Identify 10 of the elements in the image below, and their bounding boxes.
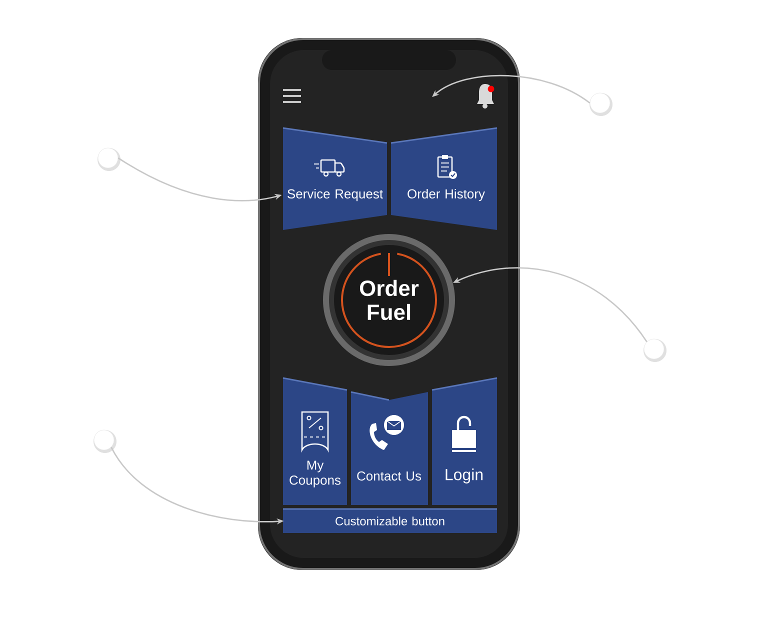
menu-button: Contact Us	[350, 391, 428, 505]
circle-marker	[98, 148, 120, 171]
order-button: Order Fuel	[323, 234, 455, 366]
menu-button: My Coupons	[282, 377, 348, 505]
menu-button: Service Request	[282, 127, 388, 230]
menu-button: Order History	[390, 127, 498, 230]
circle-marker	[590, 92, 612, 116]
wide-button: Customizable button	[283, 508, 497, 533]
circle-marker	[644, 338, 666, 362]
circle-marker	[94, 430, 116, 453]
